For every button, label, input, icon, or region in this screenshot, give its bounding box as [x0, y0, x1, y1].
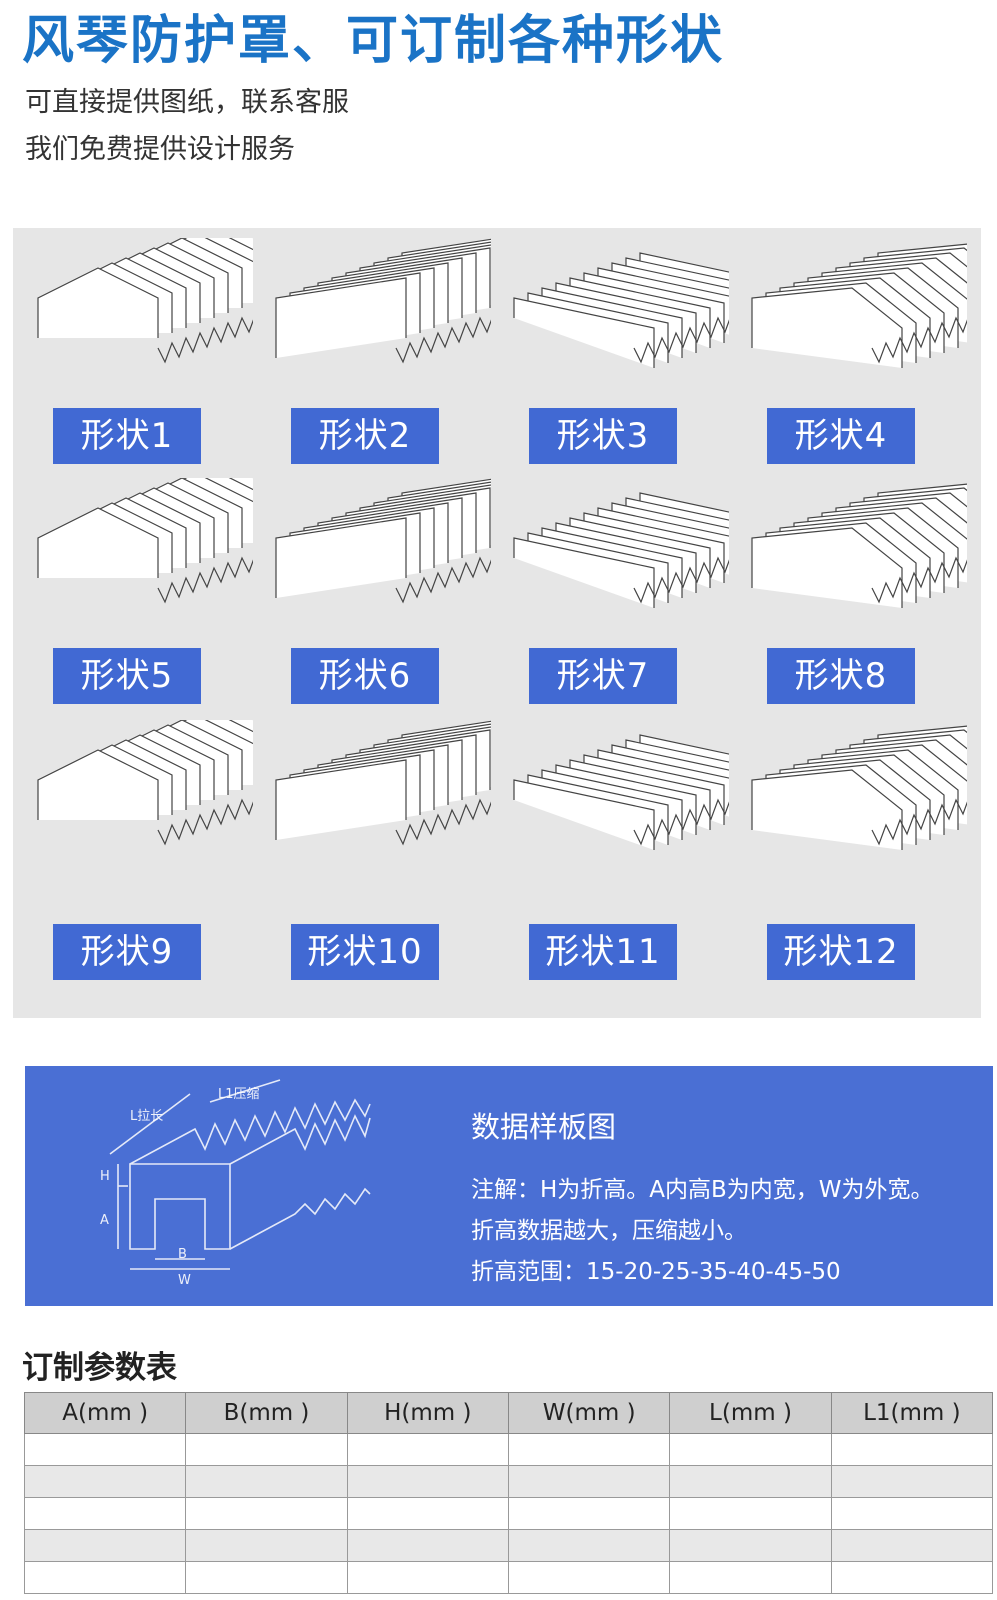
annotation-note: 注解：H为折高。A内高B为内宽，W为外宽。	[471, 1177, 934, 1203]
diagram-label-b: B	[178, 1247, 187, 1262]
table-cell[interactable]	[669, 1497, 832, 1530]
bellows-shape-illustration	[275, 238, 491, 364]
table-cell[interactable]	[23, 1529, 187, 1562]
table-cell[interactable]	[185, 1561, 348, 1594]
table-cell[interactable]	[23, 1561, 187, 1594]
fold-height-tip: 折高数据越大，压缩越小。	[471, 1218, 747, 1244]
shape-label: 形状12	[767, 924, 915, 980]
diagram-label-h: H	[100, 1169, 110, 1184]
parameter-table-title: 订制参数表	[22, 1350, 177, 1386]
table-cell[interactable]	[346, 1433, 509, 1466]
shape-label: 形状9	[53, 924, 201, 980]
table-cell[interactable]	[185, 1465, 348, 1498]
table-cell[interactable]	[346, 1465, 509, 1498]
shape-label: 形状1	[53, 408, 201, 464]
table-cell[interactable]	[185, 1529, 348, 1562]
bellows-shape-illustration	[37, 238, 253, 364]
table-row	[23, 1497, 994, 1530]
table-cell[interactable]	[23, 1465, 187, 1498]
table-cell[interactable]	[185, 1497, 348, 1530]
bellows-shape-illustration	[37, 720, 253, 846]
table-cell[interactable]	[830, 1433, 994, 1466]
bellows-shape-illustration	[751, 725, 967, 850]
shapes-gallery: 形状1 形状2 形状3 形状4 形状5 形状6 形状7 形状8 形状9 形状10 形状11 形状12	[13, 228, 981, 1018]
table-cell[interactable]	[669, 1465, 832, 1498]
diagram-label-a: A	[100, 1213, 109, 1228]
diagram-title: 数据样板图	[471, 1110, 617, 1144]
bellows-shape-illustration	[275, 720, 491, 846]
table-cell[interactable]	[507, 1561, 671, 1594]
diagram-label-w: W	[178, 1273, 191, 1288]
diagram-label-l1: L1压缩	[218, 1086, 260, 1102]
bellows-shape-illustration	[751, 243, 967, 368]
bellows-dimension-diagram: L1压缩 L拉长 H A B W	[100, 1079, 371, 1288]
bellows-shape-illustration	[751, 483, 967, 608]
table-cell[interactable]	[507, 1529, 671, 1562]
table-cell[interactable]	[830, 1497, 994, 1530]
fold-height-range: 折高范围：15-20-25-35-40-45-50	[471, 1259, 841, 1285]
shape-label: 形状2	[291, 408, 439, 464]
table-header-cell: A(mm )	[23, 1392, 187, 1434]
table-header-cell: L(mm )	[669, 1392, 832, 1434]
table-cell[interactable]	[507, 1465, 671, 1498]
page-title: 风琴防护罩、可订制各种形状	[22, 11, 725, 71]
table-row	[23, 1465, 994, 1498]
shape-label: 形状6	[291, 648, 439, 704]
table-header-cell: B(mm )	[185, 1392, 348, 1434]
table-header-cell: L1(mm )	[830, 1392, 994, 1434]
contact-note: 可直接提供图纸，联系客服	[25, 87, 349, 118]
table-header-cell: H(mm )	[346, 1392, 509, 1434]
shape-label: 形状4	[767, 408, 915, 464]
data-sample-panel: L1压缩 L拉长 H A B W 数据样板图 注解：H为折高。A内高B为内宽，W…	[25, 1066, 993, 1306]
table-cell[interactable]	[346, 1561, 509, 1594]
parameter-table: A(mm )B(mm )H(mm )W(mm )L(mm )L1(mm )	[23, 1392, 994, 1594]
shape-label: 形状10	[291, 924, 439, 980]
shape-label: 形状3	[529, 408, 677, 464]
table-cell[interactable]	[830, 1465, 994, 1498]
design-service-note: 我们免费提供设计服务	[25, 134, 295, 165]
table-cell[interactable]	[346, 1497, 509, 1530]
table-cell[interactable]	[23, 1433, 187, 1466]
bellows-shape-illustration	[37, 478, 253, 604]
table-cell[interactable]	[346, 1529, 509, 1562]
bellows-shape-illustration	[513, 734, 729, 850]
table-cell[interactable]	[830, 1561, 994, 1594]
table-cell[interactable]	[830, 1529, 994, 1562]
table-cell[interactable]	[23, 1497, 187, 1530]
table-cell[interactable]	[669, 1529, 832, 1562]
diagram-label-l: L拉长	[130, 1109, 163, 1124]
table-row	[23, 1561, 994, 1594]
shape-label: 形状8	[767, 648, 915, 704]
bellows-shape-illustration	[275, 478, 491, 604]
shape-label: 形状11	[529, 924, 677, 980]
table-cell[interactable]	[669, 1433, 832, 1466]
table-row	[23, 1433, 994, 1466]
bellows-shape-illustration	[513, 252, 729, 368]
table-cell[interactable]	[507, 1497, 671, 1530]
table-cell[interactable]	[669, 1561, 832, 1594]
bellows-shape-illustration	[513, 492, 729, 608]
table-header-cell: W(mm )	[507, 1392, 671, 1434]
shape-label: 形状5	[53, 648, 201, 704]
table-header-row: A(mm )B(mm )H(mm )W(mm )L(mm )L1(mm )	[23, 1392, 994, 1434]
table-cell[interactable]	[507, 1433, 671, 1466]
table-row	[23, 1529, 994, 1562]
table-cell[interactable]	[185, 1433, 348, 1466]
shape-label: 形状7	[529, 648, 677, 704]
